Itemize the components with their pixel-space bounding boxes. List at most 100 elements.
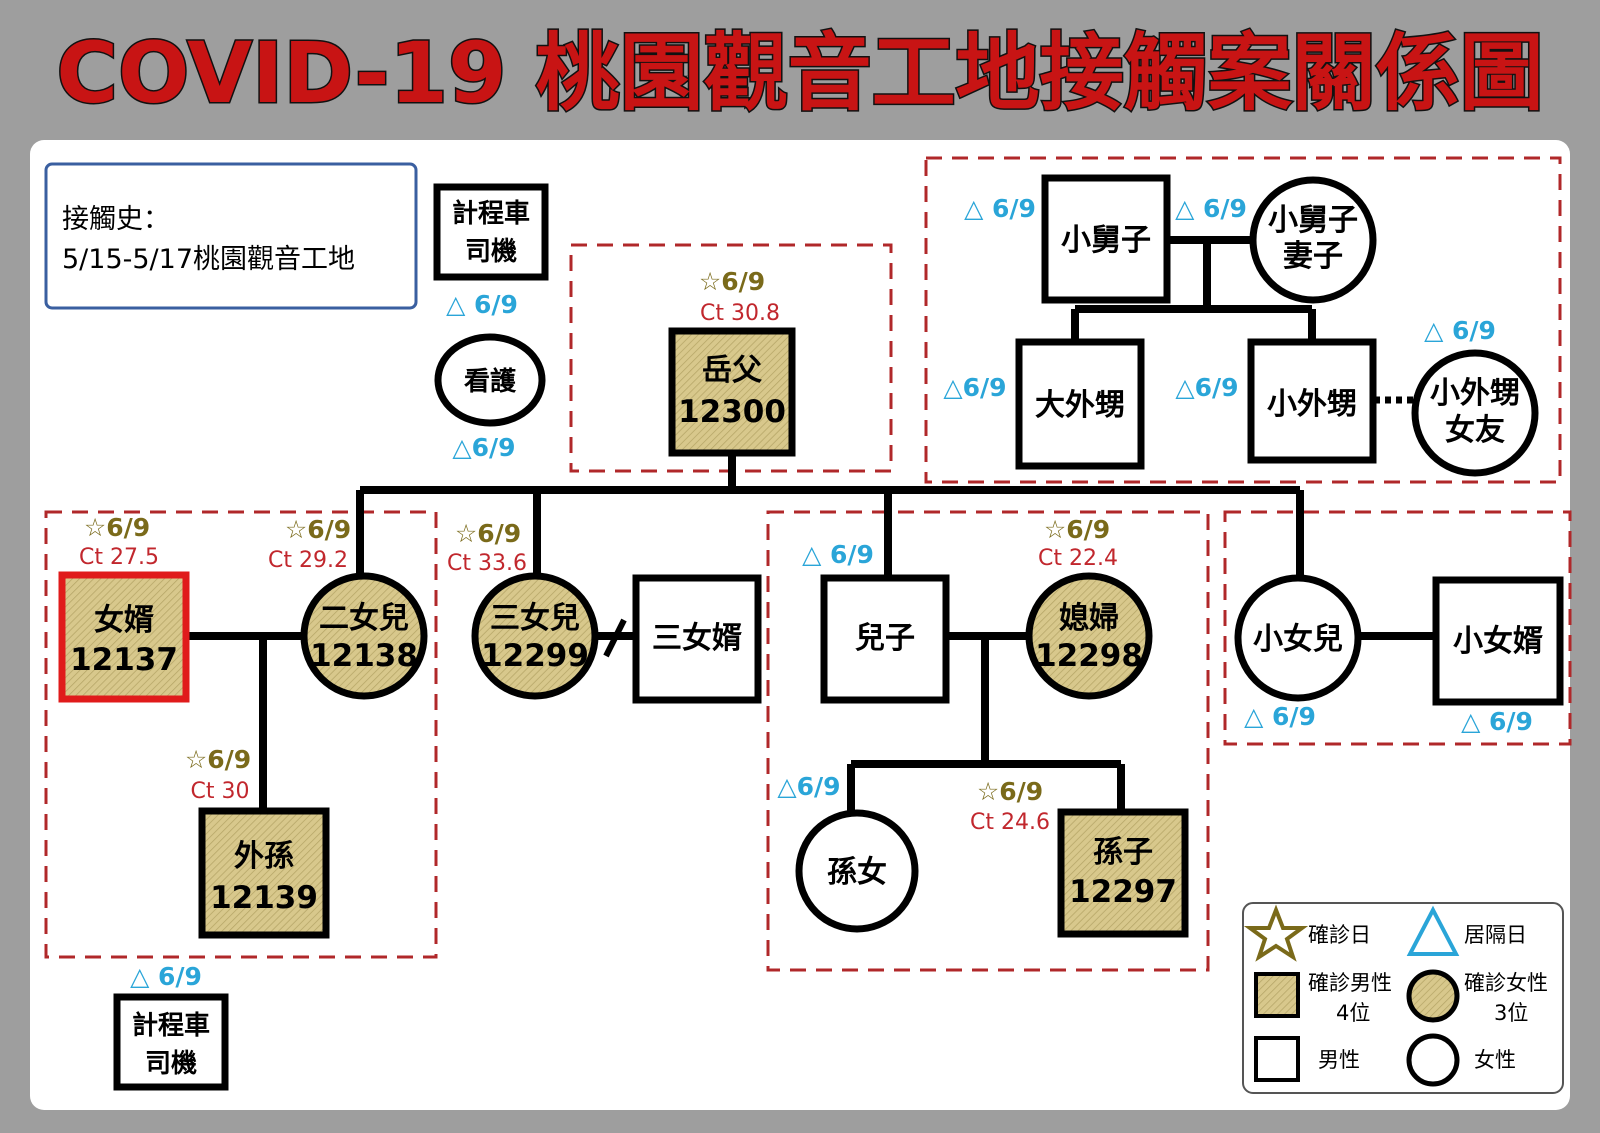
legend-quarantine-date: 居隔日 <box>1464 923 1527 947</box>
confirmed-female-icon <box>1406 969 1460 1023</box>
youngest-daughter-quarantine: △ 6/9 <box>1244 702 1316 731</box>
elder-nephew <box>1015 338 1145 470</box>
triangle-icon <box>1406 905 1460 956</box>
taxi-driver-top-label-2: 司機 <box>465 237 517 267</box>
son-in-law-ct: Ct 27.5 <box>79 545 159 570</box>
legend-male: 男性 <box>1318 1048 1360 1072</box>
legend: 確診日 居隔日 確診男性 4位 確診女性 3位 男性 女性 <box>1242 902 1564 1094</box>
group-brother-in-law <box>924 156 1562 484</box>
brother-in-law-quarantine: △ 6/9 <box>964 194 1036 223</box>
grandson-ct: Ct 24.6 <box>970 810 1050 835</box>
nephew-girlfriend <box>1411 349 1539 477</box>
daughter-in-law-label: 媳婦 <box>1059 601 1119 636</box>
granddaughter-label: 孫女 <box>827 855 887 890</box>
nephew-girlfriend-quarantine: △ 6/9 <box>1424 316 1496 345</box>
son-label: 兒子 <box>855 621 915 656</box>
legend-box <box>1242 902 1564 1094</box>
taxi-driver-top-label-1: 計程車 <box>452 198 530 229</box>
group-second-daughter <box>44 510 438 959</box>
elder-nephew-label: 大外甥 <box>1035 388 1125 423</box>
third-daughter-label: 三女兒 <box>490 601 580 636</box>
confirmed-male-icon <box>1254 972 1300 1018</box>
legend-confirmed-female: 確診女性 <box>1464 971 1548 995</box>
family-connection-lines <box>187 236 1436 814</box>
daughter-in-law <box>1025 572 1153 700</box>
taxi-driver-bottom <box>113 993 229 1091</box>
legend-confirmed-female-count: 3位 <box>1494 1001 1528 1025</box>
contact-history-location: 5/15-5/17桃園觀音工地 <box>62 244 355 275</box>
third-daughter-ct: Ct 33.6 <box>447 551 527 576</box>
grandson-id: 12297 <box>1069 874 1177 910</box>
brother-in-law <box>1041 174 1171 304</box>
father-in-law-id: 12300 <box>678 394 786 430</box>
second-daughter-ct: Ct 29.2 <box>268 548 348 573</box>
taxi-driver-bottom-quarantine: △ 6/9 <box>130 962 202 991</box>
legend-confirmed-male-count: 4位 <box>1336 1001 1370 1025</box>
contact-history-box <box>44 162 418 310</box>
third-daughter-id: 12299 <box>481 638 589 674</box>
brother-in-law-wife-quarantine: △ 6/9 <box>1175 194 1247 223</box>
son-in-law-label: 女婿 <box>94 603 154 638</box>
father-in-law-label: 岳父 <box>702 353 762 388</box>
father-in-law <box>668 327 796 457</box>
nephew-girlfriend-label-1: 小外甥 <box>1430 376 1520 411</box>
taxi-driver-top-quarantine: △ 6/9 <box>446 290 518 319</box>
grandson-out <box>198 807 330 939</box>
second-daughter <box>300 572 428 700</box>
brother-in-law-label: 小舅子 <box>1061 223 1151 258</box>
nurse-label: 看護 <box>464 366 517 397</box>
second-daughter-confirmed-date: ☆6/9 <box>285 515 351 544</box>
nurse <box>434 333 546 427</box>
brother-in-law-wife-label-1: 小舅子 <box>1268 203 1358 238</box>
third-son-in-law <box>632 574 762 704</box>
star-icon <box>1243 904 1309 962</box>
youngest-son-in-law-quarantine: △ 6/9 <box>1461 707 1533 736</box>
male-icon <box>1254 1036 1300 1082</box>
grandson-confirmed-date: ☆6/9 <box>977 777 1043 806</box>
page-title: COVID-19 桃園觀音工地接觸案關係圖 <box>56 24 1543 122</box>
legend-female: 女性 <box>1474 1048 1516 1072</box>
third-son-in-law-label: 三女婿 <box>652 621 742 656</box>
younger-nephew-label: 小外甥 <box>1267 387 1357 422</box>
grandson-out-id: 12139 <box>210 880 318 916</box>
taxi-driver-bottom-label-1: 計程車 <box>132 1010 210 1041</box>
brother-in-law-wife-label-2: 妻子 <box>1283 239 1343 274</box>
third-daughter-confirmed-date: ☆6/9 <box>455 519 521 548</box>
second-daughter-id: 12138 <box>310 638 418 674</box>
youngest-son-in-law-label: 小女婿 <box>1453 624 1543 659</box>
grandson-label: 孫子 <box>1093 835 1153 870</box>
daughter-in-law-id: 12298 <box>1035 638 1143 674</box>
daughter-in-law-confirmed-date: ☆6/9 <box>1044 515 1110 544</box>
female-icon <box>1406 1033 1460 1087</box>
brother-in-law-wife <box>1249 176 1377 304</box>
grandson-out-label: 外孫 <box>234 839 294 874</box>
granddaughter <box>795 809 919 933</box>
grandson-out-ct: Ct 30 <box>191 779 250 804</box>
grandson <box>1057 808 1189 938</box>
taxi-driver-top <box>433 183 549 281</box>
son-quarantine: △ 6/9 <box>802 540 874 569</box>
granddaughter-quarantine: △6/9 <box>777 772 840 801</box>
taxi-driver-bottom-label-2: 司機 <box>145 1049 197 1079</box>
group-son <box>766 510 1210 972</box>
younger-nephew-quarantine: △6/9 <box>1175 373 1238 402</box>
younger-nephew <box>1247 338 1377 464</box>
son-in-law-id: 12137 <box>70 642 178 678</box>
second-daughter-label: 二女兒 <box>319 601 409 636</box>
legend-confirmed-male: 確診男性 <box>1308 971 1392 995</box>
nephew-girlfriend-label-2: 女友 <box>1445 413 1505 448</box>
daughter-in-law-ct: Ct 22.4 <box>1038 546 1118 571</box>
grandson-out-confirmed-date: ☆6/9 <box>185 745 251 774</box>
third-daughter <box>471 572 599 700</box>
father-in-law-confirmed-date: ☆6/9 <box>699 267 765 296</box>
father-in-law-ct: Ct 30.8 <box>700 301 780 326</box>
son <box>820 574 950 704</box>
elder-nephew-quarantine: △6/9 <box>943 373 1006 402</box>
nurse-quarantine: △6/9 <box>452 433 515 462</box>
son-in-law-confirmed-date: ☆6/9 <box>84 513 150 542</box>
contact-history-heading: 接觸史： <box>62 204 170 235</box>
youngest-daughter-label: 小女兒 <box>1253 622 1343 657</box>
youngest-son-in-law <box>1432 576 1564 706</box>
